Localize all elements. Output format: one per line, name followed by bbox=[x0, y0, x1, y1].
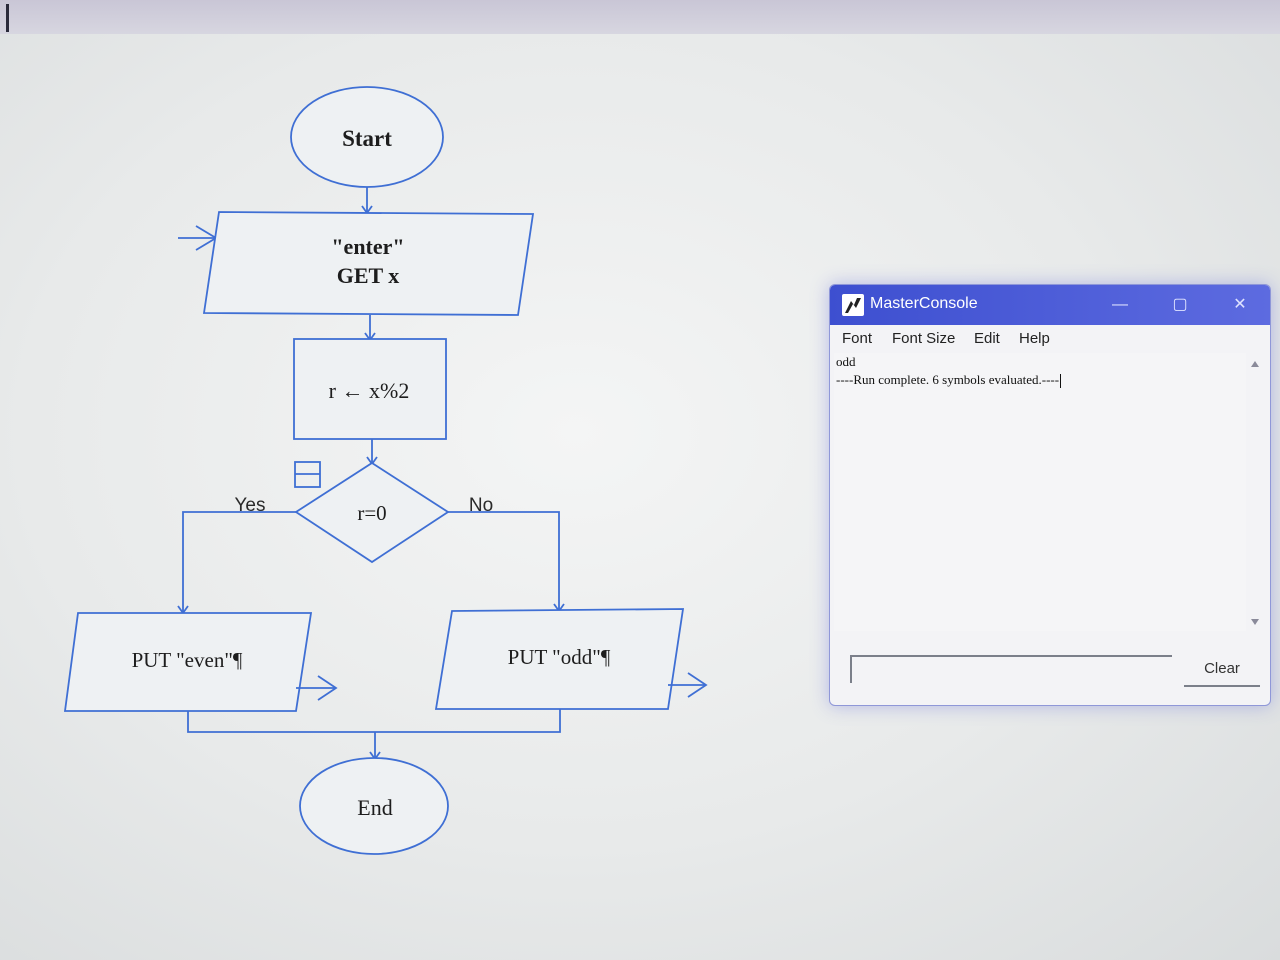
console-output-area[interactable]: odd ----Run complete. 6 symbols evaluate… bbox=[834, 353, 1246, 631]
scroll-up-arrow-icon[interactable] bbox=[1251, 361, 1259, 367]
output-odd-block[interactable] bbox=[434, 608, 685, 710]
menu-help[interactable]: Help bbox=[1019, 330, 1050, 347]
connector-yes-branch bbox=[182, 511, 296, 612]
menu-font[interactable]: Font bbox=[842, 330, 873, 347]
scroll-down-arrow-icon[interactable] bbox=[1251, 619, 1259, 625]
decision-block[interactable] bbox=[294, 461, 450, 564]
maximize-button[interactable]: ▢ bbox=[1172, 296, 1188, 313]
input-label-line1: "enter" bbox=[331, 234, 404, 259]
arrowhead bbox=[317, 675, 338, 701]
assignment-label: r ← x%2 bbox=[329, 378, 410, 403]
assignment-block[interactable] bbox=[293, 338, 447, 440]
connector-merge-even bbox=[187, 711, 375, 733]
decision-label: r=0 bbox=[357, 501, 386, 525]
input-label-line2: GET x bbox=[337, 263, 400, 288]
masterconsole-window: MasterConsole — ▢ ✕ Font Font Size Edit … bbox=[829, 284, 1271, 706]
minimize-button[interactable]: — bbox=[1112, 296, 1128, 313]
flowchart-canvas: Start "enter" GET x r ← x%2 r=0 Yes No P… bbox=[63, 86, 708, 855]
arrowhead bbox=[687, 672, 708, 698]
connector-no-branch bbox=[448, 511, 560, 610]
clear-button[interactable]: Clear bbox=[1184, 653, 1260, 687]
menu-font-size[interactable]: Font Size bbox=[892, 330, 956, 347]
app-icon bbox=[842, 294, 864, 316]
output-odd-label: PUT "odd"¶ bbox=[508, 645, 611, 669]
close-button[interactable]: ✕ bbox=[1233, 296, 1247, 313]
output-even-block[interactable] bbox=[63, 612, 313, 712]
end-label: End bbox=[357, 795, 392, 820]
console-input-field[interactable] bbox=[850, 655, 1172, 683]
start-label: Start bbox=[342, 126, 392, 151]
text-cursor-bar bbox=[6, 4, 9, 32]
window-title: MasterConsole bbox=[870, 295, 978, 312]
window-titlebar[interactable]: MasterConsole — ▢ ✕ bbox=[830, 285, 1270, 325]
screen-top-strip bbox=[0, 0, 1280, 34]
output-line-status: ----Run complete. 6 symbols evaluated.--… bbox=[836, 372, 1062, 389]
menu-edit[interactable]: Edit bbox=[974, 330, 1000, 347]
output-even-label: PUT "even"¶ bbox=[132, 648, 243, 672]
menu-bar: Font Font Size Edit Help bbox=[830, 325, 1270, 353]
output-status-text: ----Run complete. 6 symbols evaluated.--… bbox=[836, 372, 1060, 387]
end-terminal[interactable] bbox=[299, 757, 449, 855]
text-caret bbox=[1060, 374, 1062, 389]
output-line: odd bbox=[836, 354, 856, 369]
connector-merge-odd bbox=[375, 709, 561, 733]
input-block[interactable] bbox=[202, 211, 535, 316]
no-label: No bbox=[469, 495, 493, 516]
output-scrollbar[interactable] bbox=[1248, 353, 1262, 631]
yes-label: Yes bbox=[235, 495, 266, 516]
